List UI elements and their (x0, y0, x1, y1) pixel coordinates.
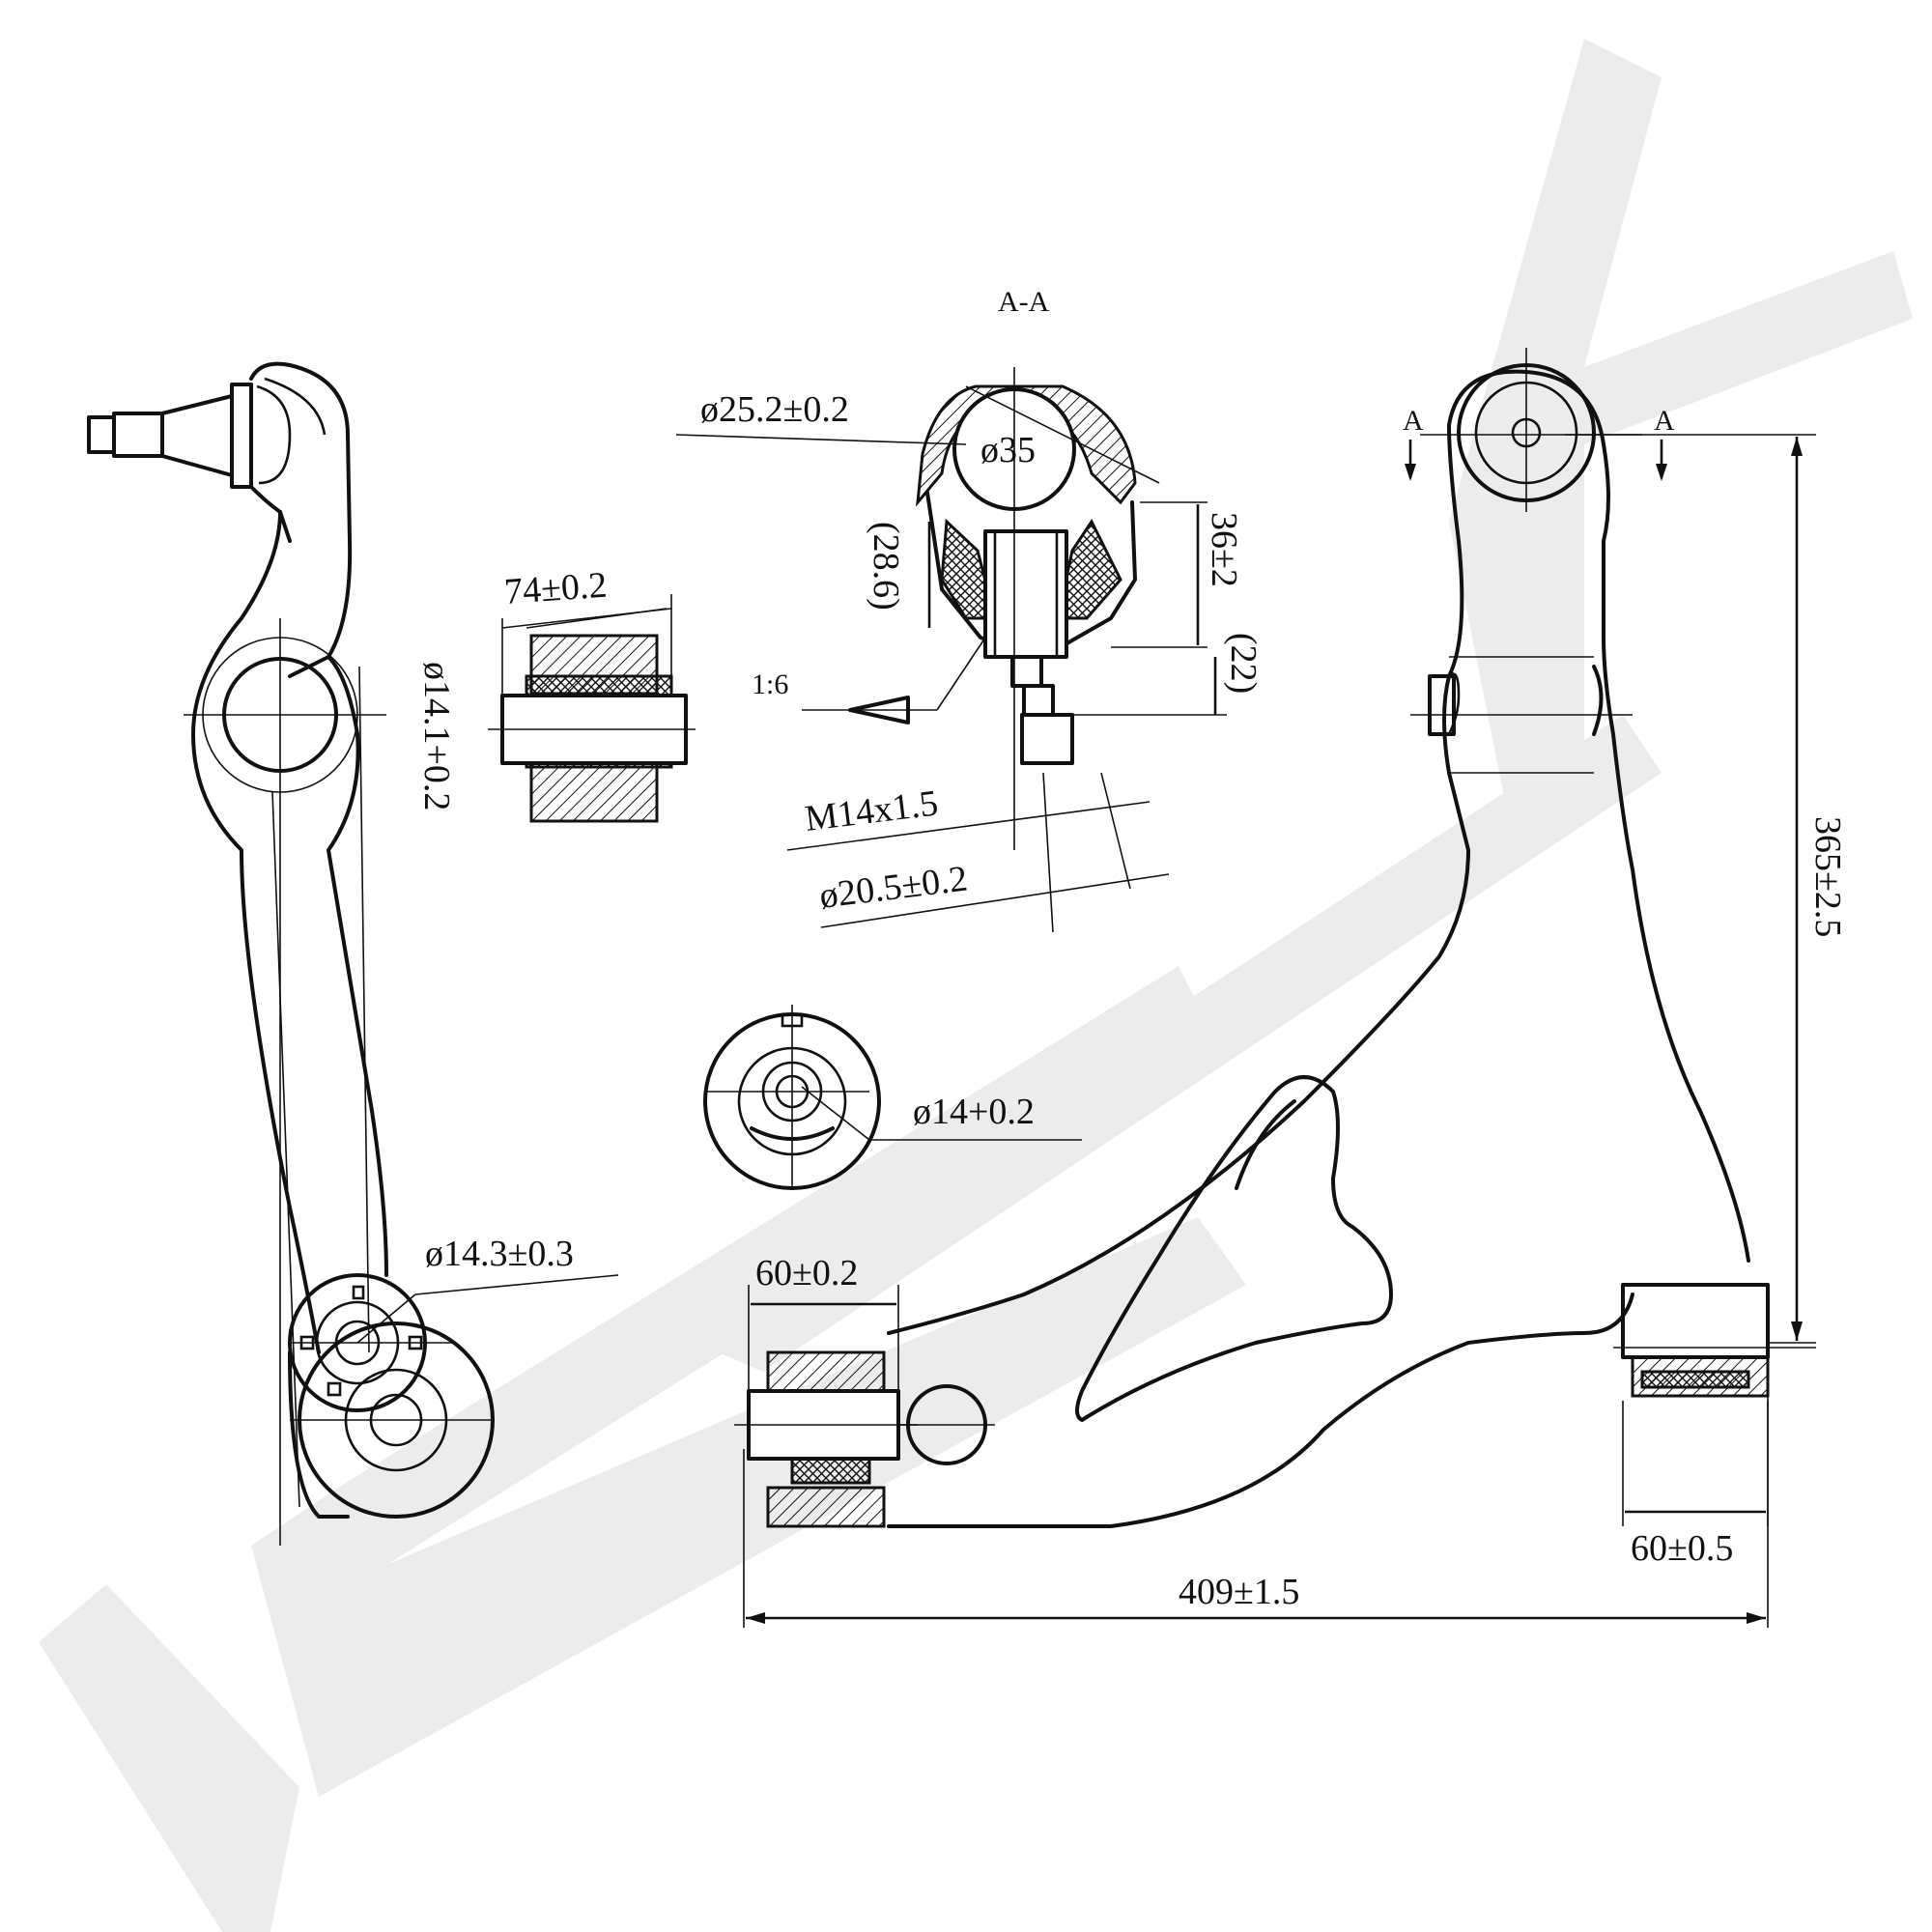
hub-end-view (703, 1005, 881, 1190)
ball-joint-section (916, 367, 1160, 850)
dim-thread: M14x1.5 (803, 782, 940, 839)
dim-ball-height: 36±2 (1204, 512, 1244, 587)
stud-thread-tip (87, 415, 116, 454)
dim-front-bush-width: 60±0.2 (755, 1253, 858, 1293)
rear-bushing (1613, 1283, 1816, 1398)
section-marks: A A (1403, 405, 1675, 481)
dim-taper: 1:6 (752, 668, 788, 700)
dimension-labels: A-A ø25.2±0.2 ø35 (28.6) 36±2 (22) 1:6 M… (416, 286, 1848, 1612)
watermark-logo (39, 39, 1913, 1932)
front-bushing (734, 1350, 918, 1528)
dimension-lines (356, 434, 1816, 1628)
dim-hub-bore: ø14+0.2 (913, 1092, 1035, 1132)
section-label: A-A (998, 286, 1050, 318)
dim-overall-height: 365±2.5 (1807, 816, 1848, 937)
dim-rear-bore: ø14.3±0.3 (425, 1234, 574, 1274)
dim-ball-dia: ø35 (980, 430, 1036, 470)
dim-bushing-len: 74±0.2 (503, 565, 609, 612)
dim-ball-pin-dia: ø25.2±0.2 (700, 389, 849, 430)
dim-stud-len-paren: (22) (1223, 633, 1264, 694)
dim-overall-length: 409±1.5 (1179, 1572, 1299, 1612)
dim-rear-bush-width: 60±0.5 (1631, 1528, 1733, 1569)
section-mark-right: A (1654, 405, 1675, 437)
dim-ball-height-paren: (28.6) (866, 522, 906, 611)
main-arm-plan (734, 348, 1816, 1528)
bushing-section (488, 594, 696, 823)
dim-bushing-bore: ø14.1+0.2 (416, 662, 457, 810)
section-mark-left: A (1403, 405, 1424, 437)
side-view-arm (87, 361, 495, 1546)
